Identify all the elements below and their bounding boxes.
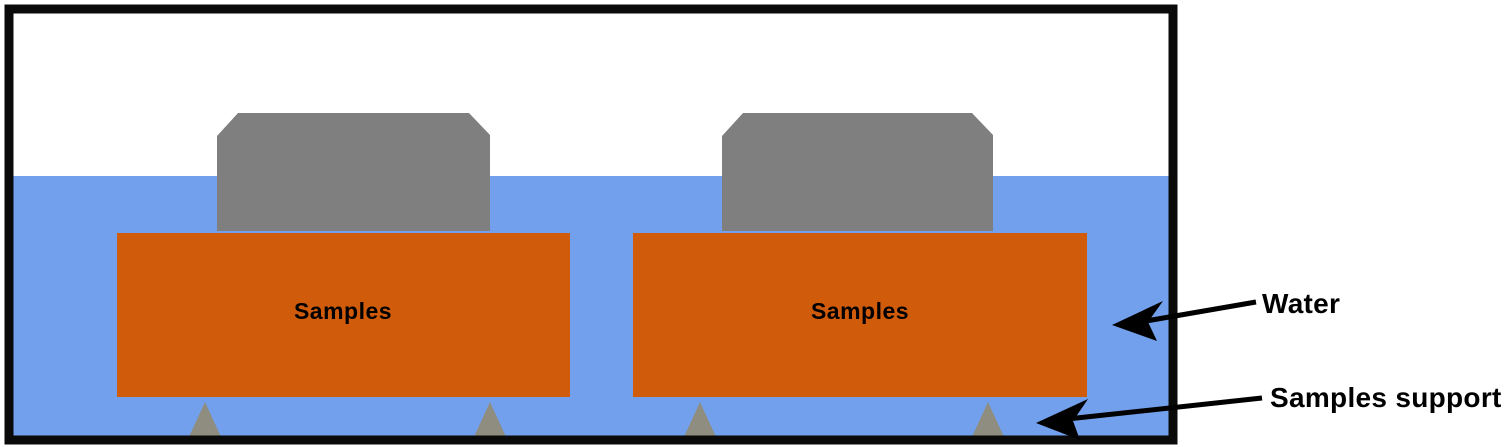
sample-support-triangle-2: [473, 402, 507, 439]
weight-block-left: [217, 113, 490, 231]
weight-block-right: [722, 113, 993, 231]
sample-support-triangle-3: [683, 402, 717, 439]
sample-right-label: Samples: [811, 298, 909, 324]
samples-support-arrowhead: [1036, 399, 1088, 440]
sample-left-label: Samples: [294, 298, 392, 324]
water-arrow-line: [1145, 299, 1257, 324]
tank-outline: [4, 4, 1178, 445]
water-arrowhead: [1112, 301, 1163, 341]
water-label: Water: [1262, 288, 1340, 319]
sample-support-triangle-1: [188, 402, 222, 439]
samples-support-arrow-line: [1057, 395, 1263, 423]
sample-support-triangle-4: [971, 402, 1005, 439]
samples-support-label: Samples support: [1270, 382, 1502, 413]
sample-block-left: [117, 233, 570, 397]
sample-block-right: [633, 233, 1087, 397]
